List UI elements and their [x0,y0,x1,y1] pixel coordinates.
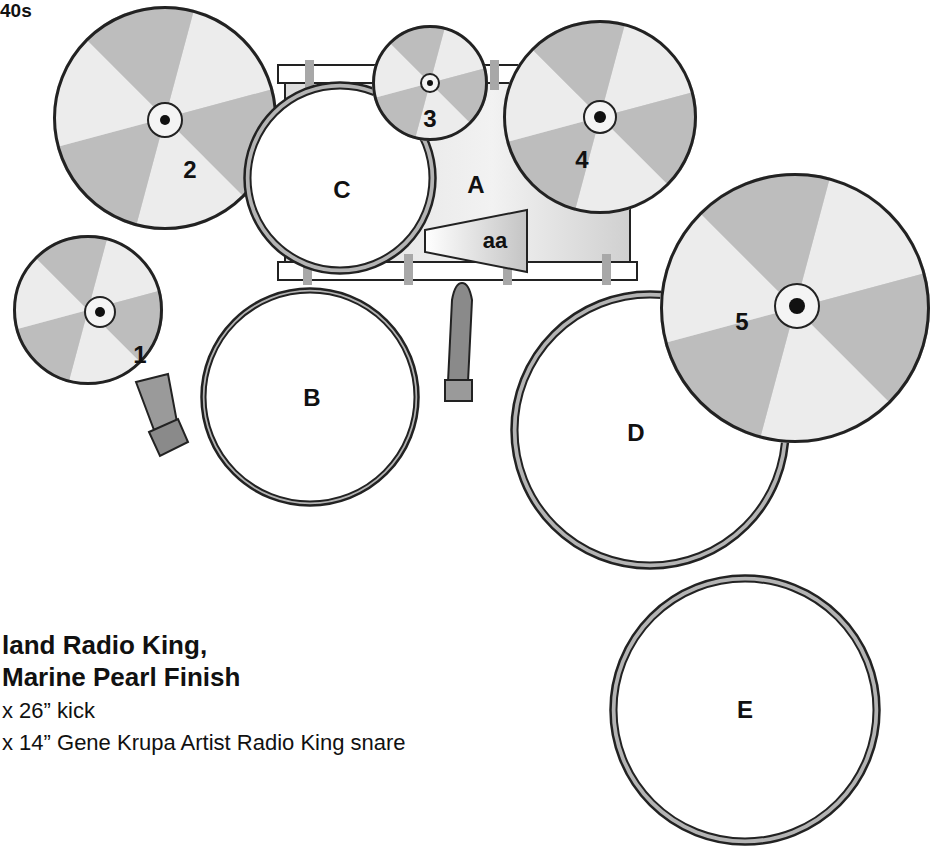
cymbal-bell [584,101,616,133]
kit-note: x 26” kick [2,698,95,724]
cymbal-bell [775,284,819,328]
part-letter: 5 [735,310,748,334]
drum-hoop [245,83,436,274]
cowbell: aa [421,205,531,277]
cymbal-hole [160,115,170,125]
kit-note: x 14” Gene Krupa Artist Radio King snare [2,730,406,756]
cymbal-body [13,235,163,385]
drum-head [617,582,874,839]
cymbal-bell [421,74,439,92]
cymbal-sheen [86,6,194,118]
cymbal-edge [374,27,487,140]
drum: B [198,285,422,509]
cymbal-edge [505,22,696,213]
shape-outline [501,18,699,216]
cymbal-sheen [531,20,625,117]
cymbal-bell [148,103,182,137]
stand-clamp [149,419,188,456]
cymbal-body [503,20,697,214]
kit-note: land Radio King, [2,630,207,661]
drum-hoop [611,576,880,845]
part-letter: B [303,386,320,410]
drum-hoop [202,289,419,506]
cymbal-hole [95,307,105,317]
cymbal: 4 [501,18,699,216]
drum-hoop [512,292,789,569]
part-letter: 2 [183,158,196,182]
cymbal-body [53,6,277,230]
kit-note: Marine Pearl Finish [2,662,240,693]
part-letter: A [467,173,484,197]
cymbal-sheen [389,25,445,83]
cymbal-body [660,173,930,443]
cowbell-body [425,210,527,272]
bass-pedal [448,283,472,382]
tension-lug [490,60,499,90]
cymbal: 2 [51,4,279,232]
cymbal-edge [55,8,276,229]
part-letter: D [627,421,644,445]
part-letter: E [737,698,753,722]
cymbal-bell [85,297,115,327]
part-letter: 1 [133,343,146,367]
cymbal-edge [15,237,162,384]
drum-head [518,298,783,563]
cymbal: 5 [658,171,932,445]
tension-lug [305,60,314,90]
part-letter: 3 [423,107,436,131]
pedal-heel [445,380,472,401]
drum: E [607,572,883,848]
part-letter: aa [483,230,507,252]
shape-outline [658,171,932,445]
tension-lug [404,254,413,285]
part-letter: C [333,178,350,202]
cymbal-hole [427,80,433,86]
tension-lug [303,254,312,285]
shape-outline [421,205,531,277]
drum-head [251,89,430,268]
cymbal-edge [662,175,929,442]
cymbal: 1 [11,233,165,387]
kick-hoop [278,262,637,280]
cymbal-hole [789,298,805,314]
cymbal: 3 [370,23,490,143]
drum-head [206,293,415,502]
cymbal-hole [594,111,606,123]
cymbal-body [372,25,488,141]
tension-lug [602,254,611,285]
part-letter: 4 [575,148,588,172]
era-heading: 40s [0,0,32,23]
shape-outline [51,4,279,232]
